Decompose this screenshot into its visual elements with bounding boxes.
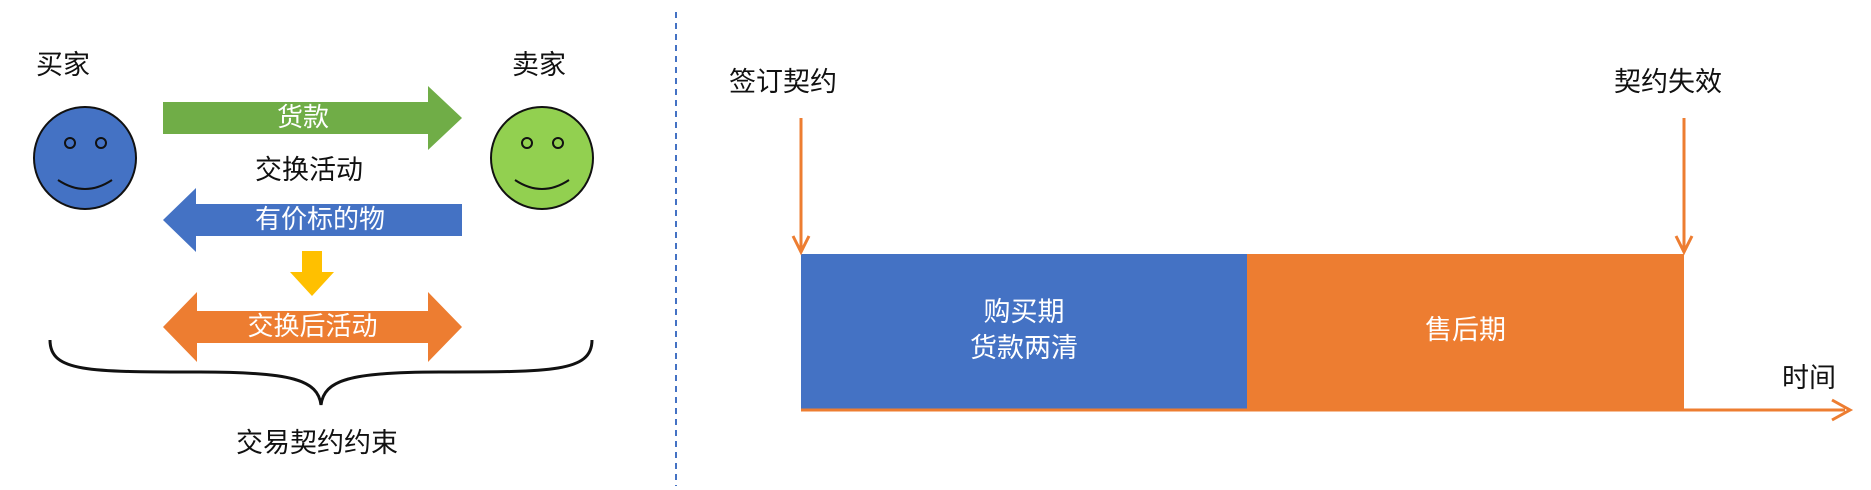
sign-contract-label: 签订契约 — [729, 67, 837, 98]
money-arrow-label: 货款 — [276, 103, 329, 133]
purchase-period-subtitle: 货款两清 — [970, 333, 1078, 364]
buyer-face-icon — [33, 106, 137, 210]
down-arrow-icon — [290, 251, 334, 296]
money-arrow — [163, 86, 462, 150]
aftersale-period-label: 售后期 — [1425, 315, 1506, 346]
timeline-arrowhead-icon — [1831, 398, 1854, 422]
contract-constraint-label: 交易契约约束 — [236, 428, 398, 459]
purchase-period-block — [801, 254, 1247, 410]
contract-brace — [48, 339, 594, 406]
exchange-activity-label: 交换活动 — [255, 155, 363, 186]
time-axis-label: 时间 — [1782, 363, 1836, 394]
goods-arrow — [163, 188, 462, 252]
goods-arrow-label: 有价标的物 — [254, 205, 385, 235]
aftersale-period-block — [1247, 254, 1684, 410]
expire-arrowhead-icon — [1674, 235, 1694, 256]
after-exchange-arrow — [163, 292, 462, 362]
expire-contract-label: 契约失效 — [1614, 67, 1722, 98]
buyer-label: 买家 — [36, 50, 90, 81]
sign-arrowhead-icon — [791, 235, 811, 256]
after-exchange-label: 交换后活动 — [247, 312, 378, 342]
seller-face-icon — [490, 106, 594, 210]
purchase-period-title: 购买期 — [983, 297, 1065, 328]
seller-label: 卖家 — [512, 50, 566, 81]
purchase-period-label: 购买期 货款两清 — [801, 295, 1247, 367]
